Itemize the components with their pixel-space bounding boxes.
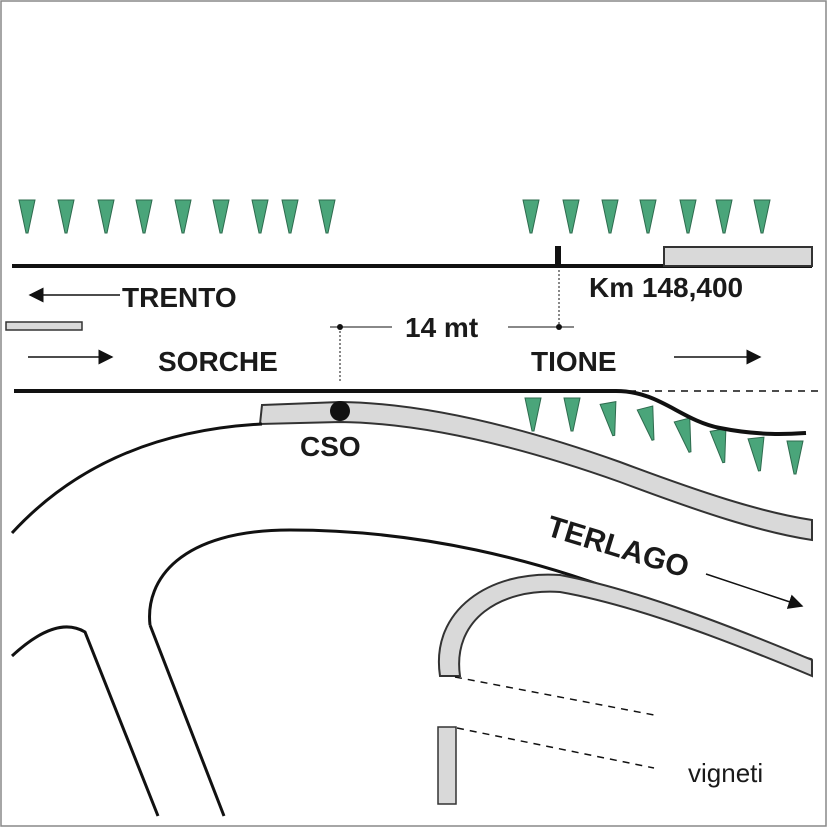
tree-icon	[57, 199, 75, 234]
tree-icon	[747, 436, 765, 472]
tree-icon	[786, 440, 804, 475]
tree-icon	[135, 199, 153, 234]
tree-icon	[753, 199, 771, 234]
road-branch-left	[10, 625, 160, 817]
tree-icon	[601, 199, 619, 234]
tree-row	[18, 199, 804, 475]
barrier-small-left	[5, 321, 83, 331]
label-trento: TRENTO	[122, 282, 237, 313]
arrow-icon	[705, 573, 804, 609]
tree-icon	[715, 199, 733, 234]
tree-icon	[174, 199, 192, 234]
label-tione: TIONE	[531, 346, 617, 377]
label-vigneti: vigneti	[688, 758, 763, 788]
tree-icon	[636, 405, 655, 441]
tree-icon	[212, 199, 230, 234]
tree-icon	[679, 199, 697, 234]
tree-icon	[318, 199, 336, 234]
tree-icon	[281, 199, 299, 234]
road-branch-right	[148, 624, 226, 817]
guardrail-curved	[258, 400, 813, 542]
tree-icon	[97, 199, 115, 234]
tree-icon	[251, 199, 269, 234]
tree-icon	[562, 199, 580, 234]
tree-icon	[563, 397, 581, 432]
road-curve-left	[10, 422, 263, 535]
tree-icon	[522, 199, 540, 234]
tree-icon	[599, 401, 617, 437]
label-km: Km 148,400	[589, 272, 743, 303]
label-cso: CSO	[300, 431, 361, 462]
cso-point-marker	[330, 401, 350, 421]
guardrail-top-right	[663, 246, 813, 267]
road-bottom-edge	[14, 389, 807, 436]
tree-icon	[639, 199, 657, 234]
tree-icon	[673, 417, 692, 453]
tree-icon	[18, 199, 36, 234]
guardrail-terlago	[437, 573, 813, 678]
km-post	[555, 246, 561, 266]
label-distance: 14 mt	[405, 312, 478, 343]
label-sorche: SORCHE	[158, 346, 278, 377]
barrier-post	[437, 726, 457, 805]
tree-icon	[524, 397, 542, 432]
